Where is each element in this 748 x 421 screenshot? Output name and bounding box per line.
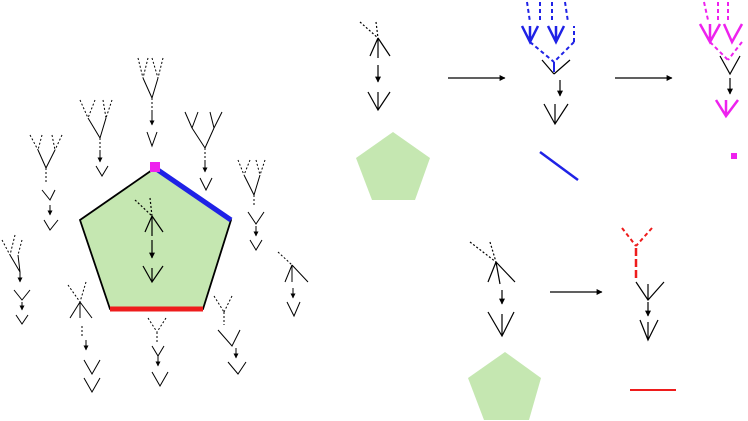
bottom-sequence — [468, 227, 676, 420]
tree-icon — [359, 21, 391, 112]
tree-icon — [29, 134, 63, 231]
magenta-vertex — [150, 162, 160, 172]
tree-icon — [184, 111, 223, 192]
tree-icon — [237, 159, 266, 251]
tree-icon — [621, 227, 665, 342]
blue-edge — [153, 165, 233, 223]
tree-icon — [67, 281, 101, 394]
tree-icon — [469, 241, 516, 338]
tree-icon — [277, 251, 309, 318]
tree-icon — [1, 234, 31, 325]
large-pentagon — [78, 166, 233, 310]
magenta-vertex — [731, 153, 737, 159]
blue-edge — [539, 150, 579, 182]
top-sequence — [356, 1, 744, 200]
tree-icon — [137, 57, 164, 148]
small-pentagon — [356, 132, 430, 200]
tree-icon — [520, 1, 575, 126]
tree-icon — [213, 295, 247, 375]
tree-icon — [147, 317, 169, 388]
tree-icon — [79, 99, 113, 177]
small-pentagon — [468, 352, 541, 420]
tree-icon — [698, 1, 744, 119]
tree-icon — [134, 197, 164, 284]
left-panel — [1, 57, 309, 394]
